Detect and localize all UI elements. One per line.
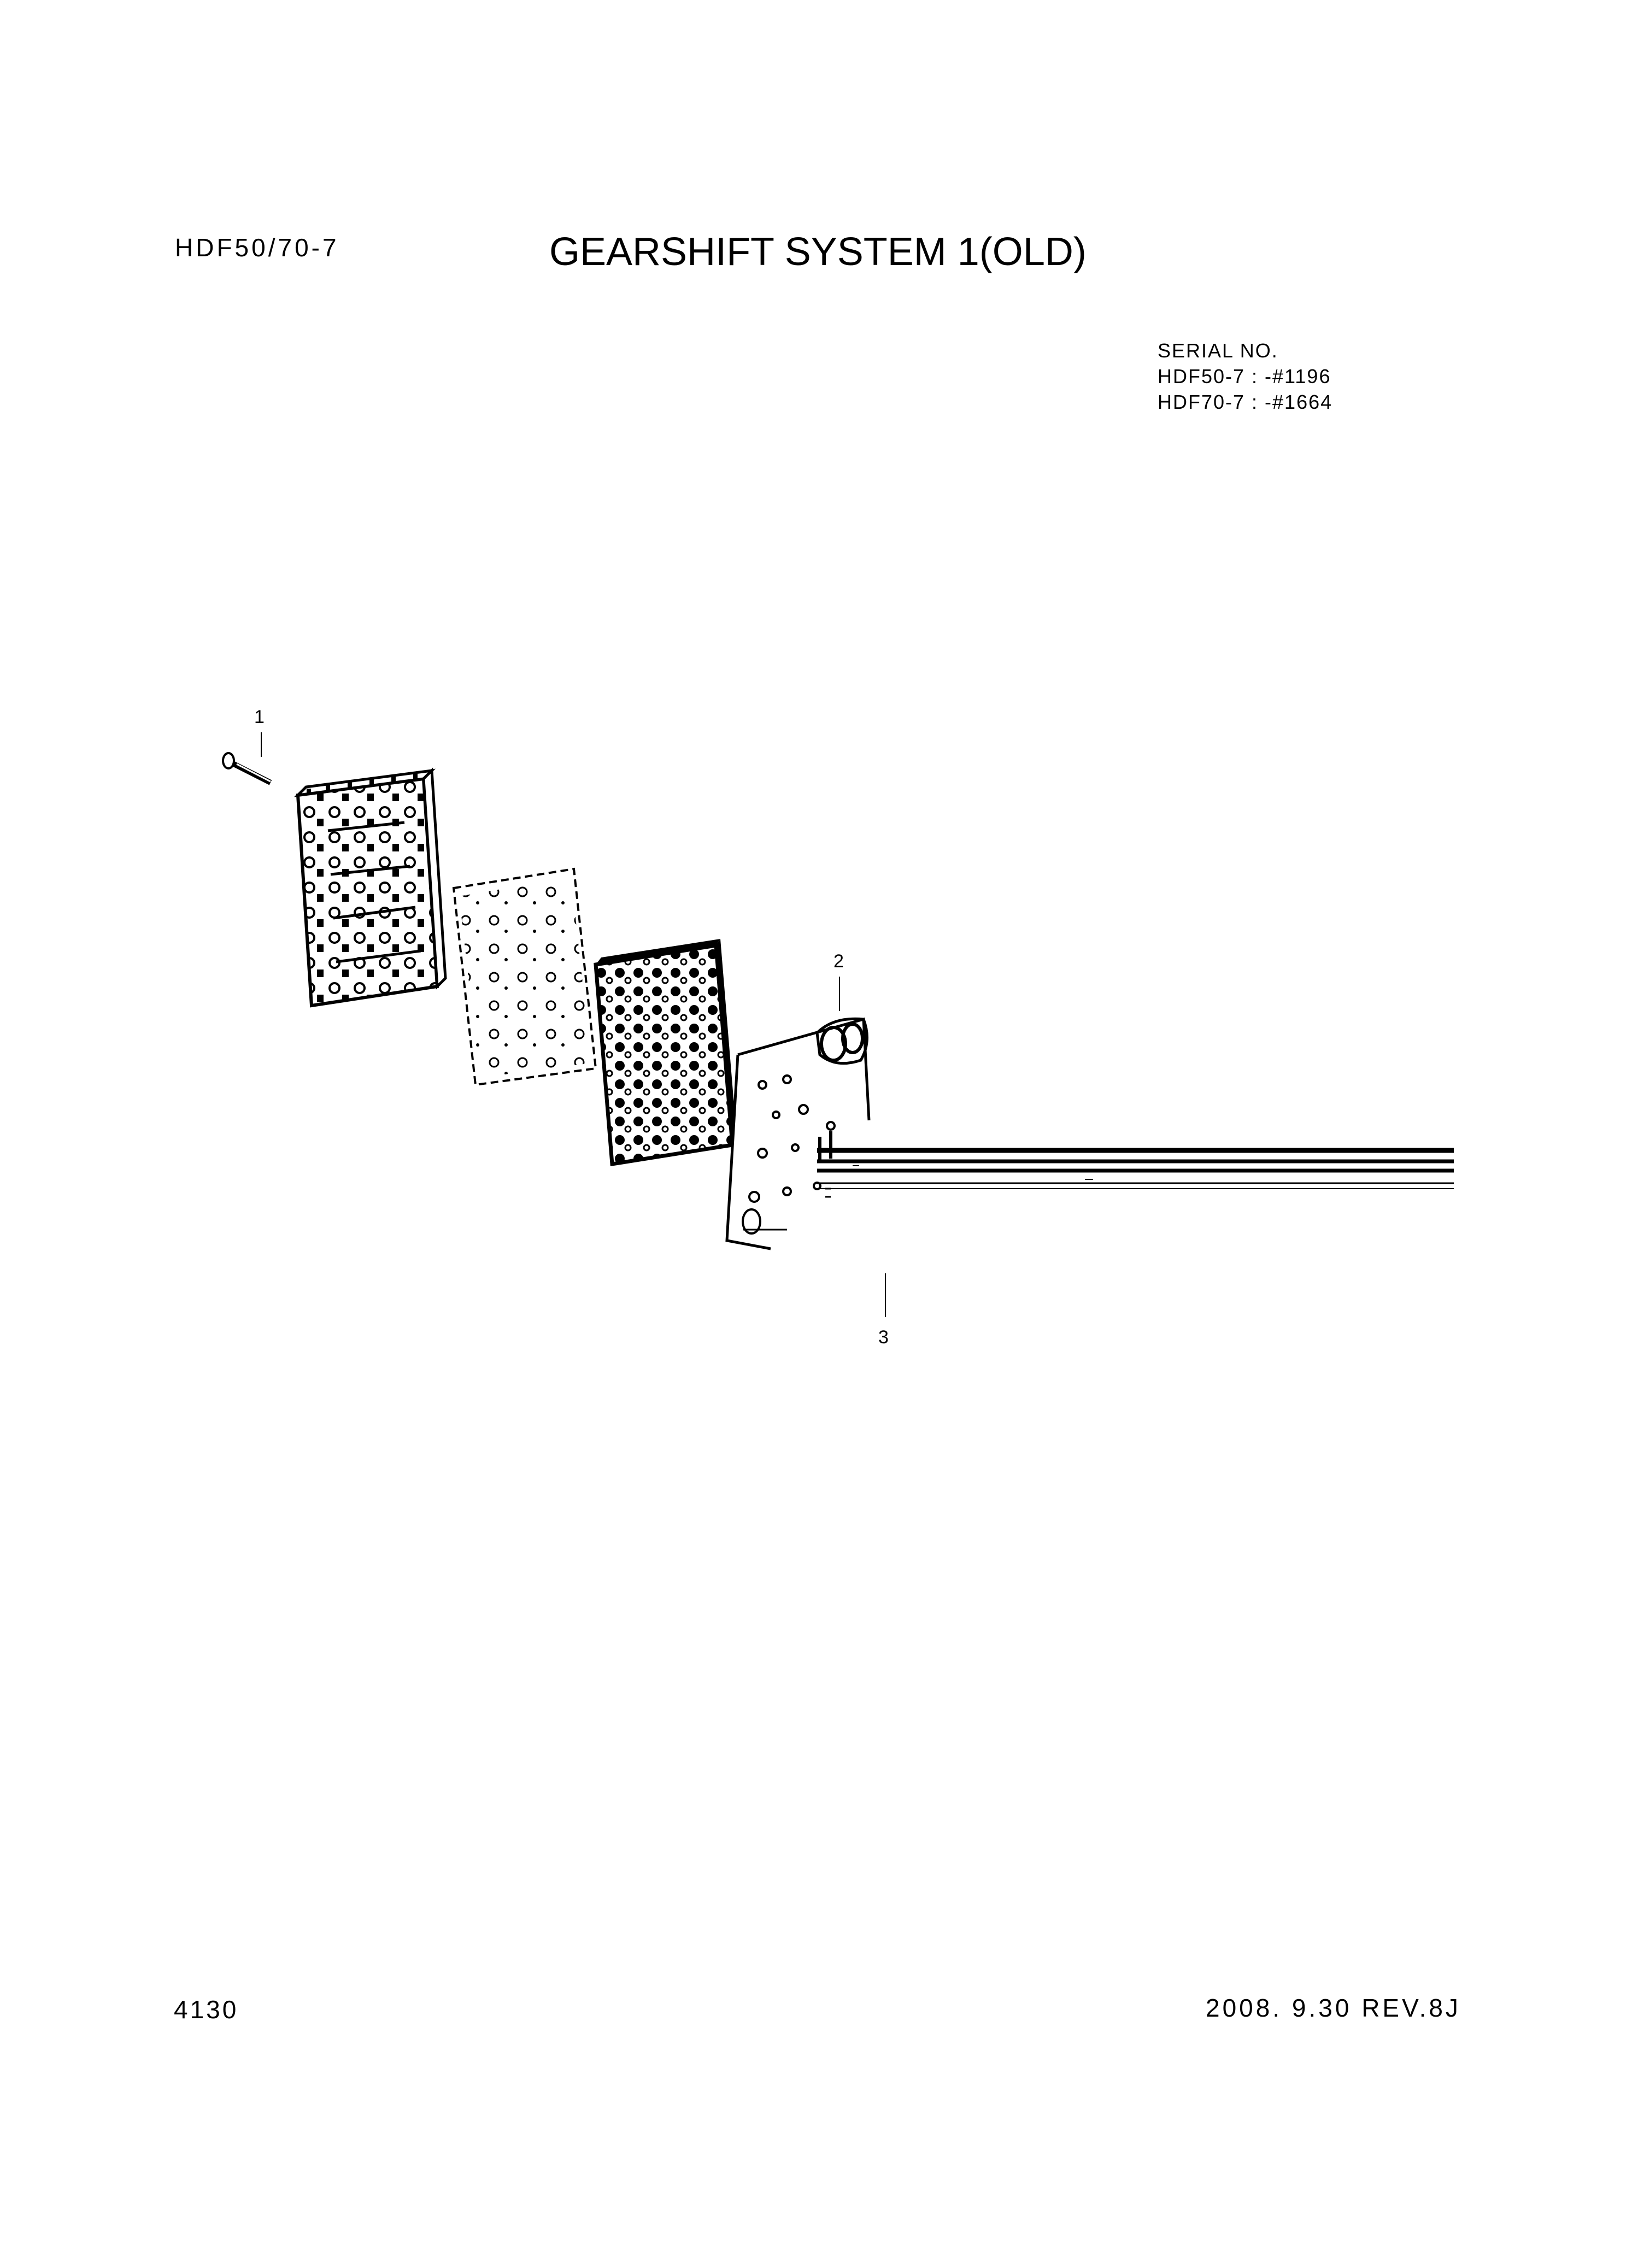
intermediate-plate-gasket (725, 1017, 871, 1251)
revision-date: 2008. 9.30 REV.8J (1206, 1994, 1461, 2022)
intermediate-plate (452, 867, 597, 1086)
rail-lines (817, 1131, 1454, 1198)
page-number: 4130 (174, 1995, 239, 2024)
page-title: GEARSHIFT SYSTEM 1(OLD) (549, 230, 1087, 274)
valve-body (594, 939, 737, 1167)
valve-housing (294, 767, 447, 1008)
serial-line-hdf70: HDF70-7 : -#1664 (1158, 391, 1333, 413)
callout-3: 3 (878, 1327, 889, 1348)
serial-info: SERIAL NO. HDF50-7 : -#1196 HDF70-7 : -#… (1158, 338, 1332, 415)
serial-heading: SERIAL NO. (1158, 339, 1278, 362)
callout-1: 1 (254, 707, 265, 727)
serial-line-hdf50: HDF50-7 : -#1196 (1158, 365, 1331, 387)
model-label: HDF50/70-7 (175, 233, 339, 262)
callout-2: 2 (833, 951, 844, 972)
bolt-part (222, 752, 272, 785)
